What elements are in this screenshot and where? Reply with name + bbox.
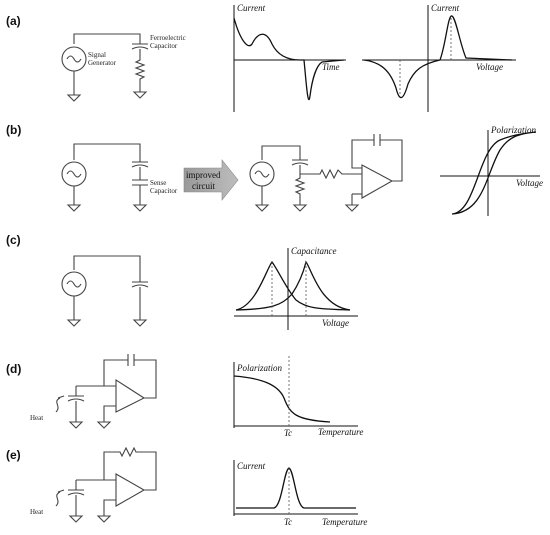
panel-label-b: (b) [6, 123, 21, 137]
curve-a1 [233, 17, 345, 101]
plot-a1-ylabel: Current [237, 3, 266, 13]
plot-c-xlabel: Voltage [322, 318, 349, 328]
panel-label-d: (d) [6, 362, 21, 376]
plot-d-ylabel: Polarization [236, 363, 283, 373]
plot-e-ylabel: Current [237, 461, 266, 471]
op-amp-symbol-e [115, 473, 146, 507]
hysteresis-loop [451, 131, 537, 215]
heat-icon-e [55, 489, 65, 507]
heat-label-e: Heat [30, 508, 43, 516]
plot-a1-current-time: Current Time [233, 3, 346, 112]
panel-label-a: (a) [6, 14, 21, 28]
circuit-c [61, 255, 149, 327]
plot-a2-ylabel: Current [431, 3, 460, 13]
feedback-resistor-e [103, 446, 157, 491]
improved-circuit-arrow: improved circuit [183, 159, 239, 201]
plot-b-ylabel: Polarization [490, 125, 537, 135]
plot-a2-current-voltage: Current Voltage [362, 3, 516, 112]
plot-a2-xlabel: Voltage [476, 62, 503, 72]
plot-a1-xlabel: Time [322, 62, 340, 72]
arrow-label-2: circuit [192, 181, 215, 191]
plot-e-marker: Tc [284, 517, 292, 527]
plot-d-marker: Tc [284, 428, 292, 438]
curve-a2 [363, 15, 513, 99]
butterfly-curve [235, 260, 351, 311]
plot-b-xlabel: Voltage [516, 178, 543, 188]
plot-d-polarization: Polarization Temperature Tc [233, 356, 363, 438]
curve-e [236, 467, 356, 509]
circuit-e: Heat [30, 446, 157, 523]
heat-label-d: Heat [30, 414, 43, 422]
circuit-b-right [249, 134, 403, 212]
op-amp-symbol-d [115, 378, 146, 413]
plot-e-xlabel: Temperature [322, 517, 367, 527]
curve-d [233, 375, 331, 423]
plot-b-hysteresis: Polarization Voltage [440, 125, 543, 216]
plot-c-ylabel: Capacitance [291, 246, 337, 256]
plot-c-capacitance: Capacitance Voltage [234, 246, 358, 330]
circuit-d: Heat [30, 354, 157, 429]
plot-d-xlabel: Temperature [318, 427, 363, 437]
panel-label-e: (e) [6, 448, 21, 462]
arrow-label: improved [186, 170, 221, 180]
panel-label-c: (c) [6, 233, 21, 247]
heat-icon [55, 395, 65, 413]
plot-e-current: Current Temperature Tc [233, 460, 367, 527]
resistor-symbol [132, 49, 148, 99]
op-amp-symbol [361, 164, 394, 199]
